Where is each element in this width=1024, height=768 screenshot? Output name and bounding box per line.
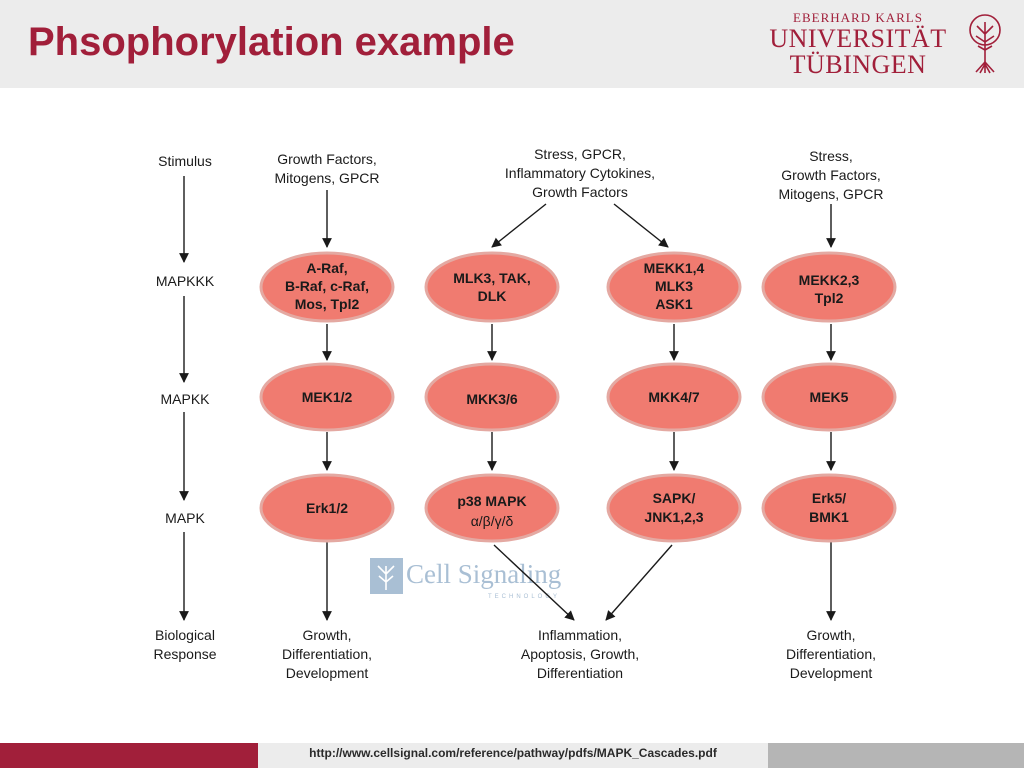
logo-line-1: UNIVERSITÄT <box>769 24 947 53</box>
response-c1-line-2: Differentiation, <box>282 646 372 662</box>
stimulus-c1-line-1: Growth Factors, <box>277 151 377 167</box>
mapk-c1-label: Erk1/2 <box>306 500 348 516</box>
mapkk-node-c2 <box>424 362 560 432</box>
stimulus-c23-line-1: Stress, GPCR, <box>534 146 626 162</box>
stimulus-c4-line-3: Mitogens, GPCR <box>778 186 883 202</box>
mapkk-c1-label: MEK1/2 <box>302 389 353 405</box>
stimulus-c4-line-1: Stress, <box>809 148 853 164</box>
arrow-c3-mapk <box>605 544 673 621</box>
stimulus-c1-line-2: Mitogens, GPCR <box>274 170 379 186</box>
stimulus-c23-line-3: Growth Factors <box>532 184 628 200</box>
mapkk-c4-label: MEK5 <box>810 389 849 405</box>
arrow-c23-stimulus-left <box>491 203 547 248</box>
mapk-c2-line-1: p38 MAPK <box>457 493 526 509</box>
mapkkk-node-c4 <box>761 251 897 323</box>
source-url-link[interactable]: http://www.cellsignal.com/reference/path… <box>309 746 717 760</box>
mapkkk-c1-line-1: A-Raf, <box>306 260 347 276</box>
mapk-c3-line-2: JNK1,2,3 <box>644 509 703 525</box>
mapkkk-c1-line-3: Mos, Tpl2 <box>295 296 360 312</box>
mapkk-c3-label: MKK4/7 <box>648 389 700 405</box>
row-label-response-2: Response <box>153 646 216 662</box>
mapk-node-c4 <box>761 473 897 543</box>
row-label-stimulus: Stimulus <box>158 153 212 169</box>
footer-brand-bar <box>0 743 258 768</box>
mapk-node-c1 <box>259 473 395 543</box>
watermark-subtext: TECHNOLOGY <box>488 594 560 600</box>
mapkkk-node-c2 <box>424 251 560 323</box>
mapkkk-c3-line-1: MEKK1,4 <box>644 260 705 276</box>
watermark-text: Cell Signaling <box>406 559 561 589</box>
mapk-c4-line-1: Erk5/ <box>812 490 846 506</box>
stimulus-c23-line-2: Inflammatory Cytokines, <box>505 165 655 181</box>
response-c1-line-3: Development <box>286 665 369 681</box>
mapk-cascade-diagram: Cell Signaling TECHNOLOGY Stimulus MAPKK… <box>153 146 897 681</box>
mapkkk-node-c3 <box>606 251 742 323</box>
mapk-node-c2 <box>424 473 560 543</box>
logo-line-small: EBERHARD KARLS <box>793 10 923 25</box>
mapkkk-c2-line-1: MLK3, TAK, <box>453 270 531 286</box>
logo-line-2: TÜBINGEN <box>789 50 927 79</box>
response-c23-line-3: Differentiation <box>537 665 623 681</box>
university-seal-icon <box>969 14 1001 74</box>
mapkk-c2-label: MKK3/6 <box>466 391 518 407</box>
mapk-c4-line-2: BMK1 <box>809 509 849 525</box>
mapk-c3-line-1: SAPK/ <box>653 490 696 506</box>
response-c4-line-2: Differentiation, <box>786 646 876 662</box>
row-label-mapkkk: MAPKKK <box>156 273 215 289</box>
arrow-c2-mapk <box>493 544 575 621</box>
university-logo: EBERHARD KARLS UNIVERSITÄT TÜBINGEN <box>768 10 948 80</box>
response-c23-line-1: Inflammation, <box>538 627 622 643</box>
mapkk-node-c4 <box>761 362 897 432</box>
mapk-node-c3 <box>606 473 742 543</box>
mapkkk-node-c1 <box>259 251 395 323</box>
row-label-mapk: MAPK <box>165 510 205 526</box>
row-label-mapkk: MAPKK <box>160 391 210 407</box>
mapkkk-c3-line-3: ASK1 <box>655 296 693 312</box>
response-c4-line-1: Growth, <box>806 627 855 643</box>
mapkkk-c4-line-1: MEKK2,3 <box>799 272 860 288</box>
mapkk-node-c3 <box>606 362 742 432</box>
cell-signaling-watermark: Cell Signaling TECHNOLOGY <box>370 558 561 600</box>
slide-header <box>0 0 1024 88</box>
mapkkk-c4-line-2: Tpl2 <box>815 290 844 306</box>
row-label-response-1: Biological <box>155 627 215 643</box>
footer-source-bar <box>258 743 768 768</box>
mapkkk-c2-line-2: DLK <box>478 288 507 304</box>
stimulus-c4-line-2: Growth Factors, <box>781 167 881 183</box>
mapkkk-c1-line-2: B-Raf, c-Raf, <box>285 278 369 294</box>
slide-title: Phsophorylation example <box>28 20 515 64</box>
arrow-c23-stimulus-right <box>613 203 669 248</box>
response-c4-line-3: Development <box>790 665 873 681</box>
mapk-c2-line-2: α/β/γ/δ <box>471 513 514 529</box>
response-c23-line-2: Apoptosis, Growth, <box>521 646 639 662</box>
response-c1-line-1: Growth, <box>302 627 351 643</box>
footer-gray-bar <box>768 743 1024 768</box>
mapkk-node-c1 <box>259 362 395 432</box>
mapkkk-c3-line-2: MLK3 <box>655 278 693 294</box>
